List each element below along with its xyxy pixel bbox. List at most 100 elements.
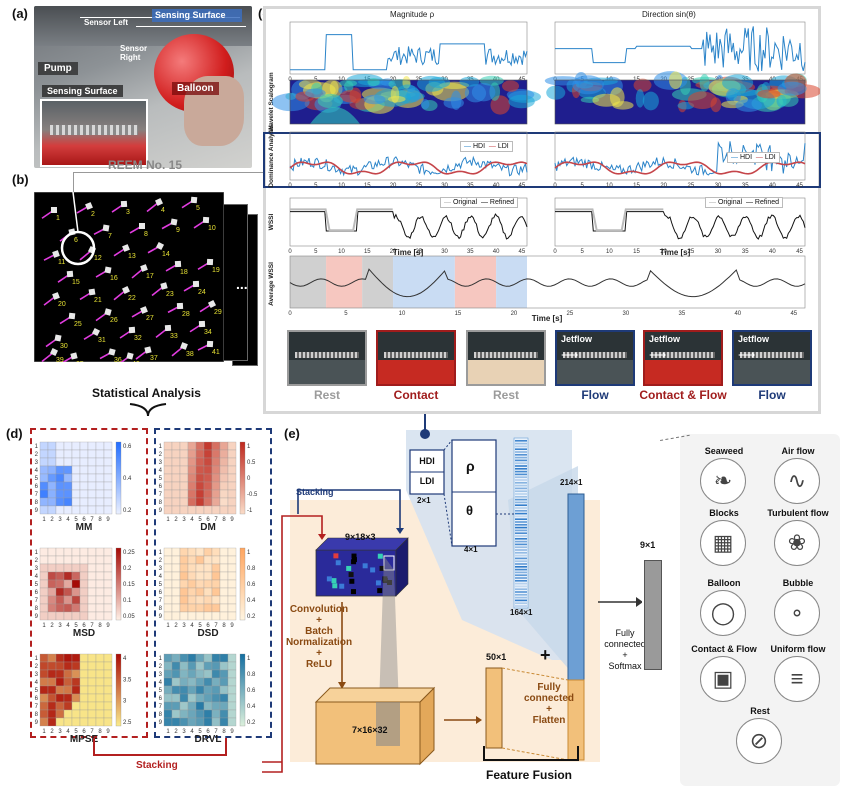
card-sensor (295, 352, 359, 358)
vector-cell (515, 476, 527, 478)
vector-cell (515, 526, 527, 529)
x-tick: 0 (553, 249, 557, 255)
vector-cell (515, 490, 527, 492)
heatmap-cell (103, 497, 113, 507)
heatmap-cell (179, 571, 189, 581)
x-tick: 8 (98, 623, 102, 629)
heatmap-cell (227, 563, 237, 573)
y-tick: 7 (35, 492, 39, 498)
heatmap-cell (163, 473, 173, 483)
heatmap-cell (87, 685, 97, 695)
x-tick: 5 (74, 517, 78, 523)
y-tick: 8 (35, 712, 39, 718)
x-tick: 0 (288, 183, 292, 189)
rho-theta-box (451, 439, 497, 547)
feature-fusion-label: Feature Fusion (486, 768, 573, 782)
marker-number: 12 (94, 255, 102, 262)
heatmap-cell (219, 449, 229, 459)
state-caption: Contact & Flow (639, 388, 727, 402)
vector-cell (515, 599, 527, 602)
heatmap-cell (55, 701, 65, 711)
heatmap-cell (211, 571, 221, 581)
vector-cell (515, 462, 527, 464)
heatmap-cell (171, 587, 181, 597)
heatmap-cell (163, 669, 173, 679)
heatmap-cell (63, 473, 73, 483)
x-tick: 20 (390, 249, 397, 255)
heatmap-cell (163, 717, 173, 727)
heatmap-cell (47, 571, 57, 581)
vector-cell (515, 440, 527, 442)
scalogram-blob (699, 74, 710, 92)
heatmap-cell (71, 603, 81, 613)
scalogram-blob (443, 97, 464, 109)
arrow-head (318, 534, 326, 540)
heatmap-cell (63, 595, 73, 605)
heatmap-cell (203, 677, 213, 687)
vector-cell (515, 504, 527, 506)
heatmap-cell (39, 579, 49, 589)
scalogram-blob (777, 81, 807, 96)
heatmap-cell (203, 653, 213, 663)
vector-cell (515, 521, 527, 523)
marker-square (180, 342, 188, 350)
y-tick: 1 (35, 444, 39, 450)
cb-tick: 1 (247, 550, 251, 556)
heatmap-cell (79, 441, 89, 451)
x-tick: 35 (679, 311, 686, 317)
heatmap-cell (79, 473, 89, 483)
scalogram-border (289, 79, 528, 125)
heatmap-cell (227, 497, 237, 507)
series-line (289, 268, 806, 298)
state-band (393, 256, 455, 308)
x-tick: 20 (390, 183, 397, 189)
heatmap-cell (63, 709, 73, 719)
dim-50: 50×1 (486, 652, 507, 662)
heatmap-cell (47, 595, 57, 605)
heatmap-cell (39, 693, 49, 703)
heatmap-cell (171, 677, 181, 687)
heatmap-cell (163, 587, 173, 597)
heatmap-cell (163, 457, 173, 467)
heatmap-cell (79, 661, 89, 671)
dash-link (501, 667, 569, 681)
kernel-footprint (376, 702, 400, 746)
heatmap-cell (47, 587, 57, 597)
vector-9 (644, 560, 662, 670)
heatmap-cell (187, 571, 197, 581)
card-fill (378, 360, 454, 384)
dim-2x1: 2×1 (417, 496, 431, 505)
heatmap-cell (195, 693, 205, 703)
heatmap-cell (187, 611, 197, 621)
y-tick: 4 (35, 468, 39, 474)
heatmap-cell (47, 603, 57, 613)
heatmap-cell (179, 497, 189, 507)
heatmap-cell (219, 693, 229, 703)
heatmap-cell (219, 677, 229, 687)
y-tick: 7 (35, 704, 39, 710)
heatmap-cell (87, 489, 97, 499)
heatmap-cell (55, 587, 65, 597)
heatmap-cell (103, 717, 113, 727)
marker-square (206, 258, 214, 266)
vector-cell (515, 515, 527, 518)
heatmap-cell (179, 473, 189, 483)
dash-link (443, 493, 453, 547)
heatmap-cell (71, 677, 81, 687)
ellipsis: ... (236, 276, 248, 292)
heatmap-cell (179, 489, 189, 499)
heatmap-cell (171, 693, 181, 703)
y-tick: 1 (159, 444, 163, 450)
heatmap-cell (39, 685, 49, 695)
heatmap-cell (171, 505, 181, 515)
heatmap-cell (55, 693, 65, 703)
dom-legend-left: — HDI — LDI (460, 141, 513, 152)
marker-square (206, 340, 214, 348)
heatmap-cell (103, 449, 113, 459)
heatmap-cell (95, 449, 105, 459)
heatmap-cell (227, 547, 237, 557)
heatmap-cell (171, 465, 181, 475)
x-tick: 5 (344, 311, 348, 317)
heatmap-cell (63, 661, 73, 671)
